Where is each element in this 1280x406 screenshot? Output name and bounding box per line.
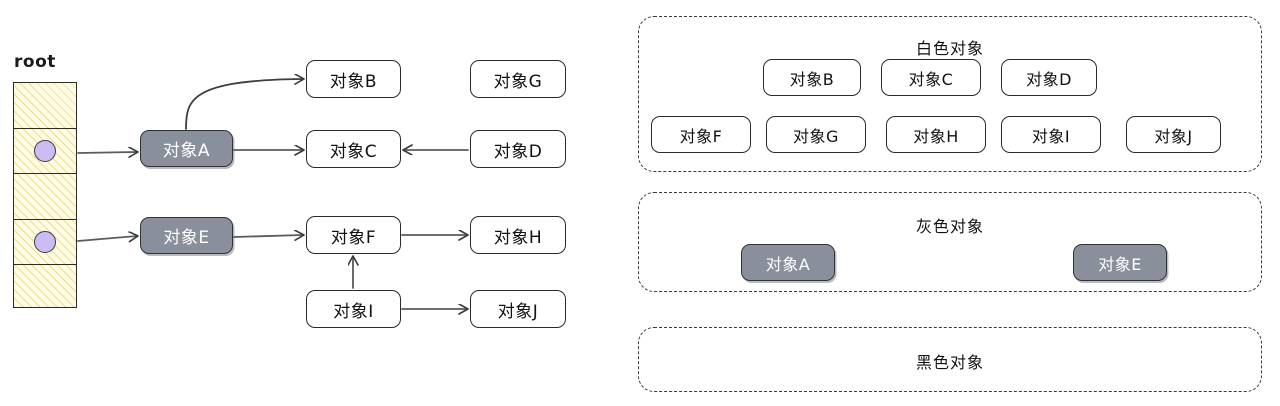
root-cell-1 <box>14 128 76 173</box>
graph-node-i[interactable]: 对象I <box>306 290 401 328</box>
root-pointer-dot <box>34 230 56 253</box>
graph-node-d[interactable]: 对象D <box>470 130 566 168</box>
root-label: root <box>14 52 56 72</box>
chip-white-j[interactable]: 对象J <box>1126 116 1221 153</box>
group-gray-objects: 灰色对象 对象A 对象E <box>638 192 1262 292</box>
graph-node-g[interactable]: 对象G <box>470 60 566 98</box>
root-cell-0 <box>14 83 76 128</box>
root-cell-4 <box>14 263 76 309</box>
chip-gray-e[interactable]: 对象E <box>1073 244 1167 281</box>
chip-white-c[interactable]: 对象C <box>881 59 981 96</box>
group-black-objects: 黑色对象 <box>638 327 1262 392</box>
graph-node-f[interactable]: 对象F <box>306 216 401 254</box>
edge-root-to-a <box>77 152 137 153</box>
edge-e-to-f <box>233 235 303 237</box>
chip-white-h[interactable]: 对象H <box>886 116 986 153</box>
edge-a-to-b <box>185 79 303 130</box>
root-cell-3 <box>14 218 76 264</box>
graph-node-b[interactable]: 对象B <box>306 60 401 98</box>
root-cell-2 <box>14 173 76 218</box>
chip-white-b[interactable]: 对象B <box>763 59 861 96</box>
chip-white-d[interactable]: 对象D <box>1001 59 1097 96</box>
group-gray-title: 灰色对象 <box>915 217 984 236</box>
chip-white-i[interactable]: 对象I <box>1001 116 1101 153</box>
group-white-objects: 白色对象 对象B 对象C 对象D 对象F 对象G 对象H 对象I 对象J <box>638 16 1262 172</box>
chip-white-g[interactable]: 对象G <box>766 116 866 153</box>
object-graph-pane: root 对象A 对象B 对象C 对象D 对象G 对象E 对象F 对象H 对象I… <box>0 0 620 406</box>
chip-gray-a[interactable]: 对象A <box>741 244 835 281</box>
group-white-title: 白色对象 <box>915 39 984 58</box>
group-black-title: 黑色对象 <box>915 353 984 372</box>
chip-white-f[interactable]: 对象F <box>651 116 751 153</box>
graph-node-j[interactable]: 对象J <box>470 290 566 328</box>
root-stack <box>13 82 77 308</box>
graph-node-e[interactable]: 对象E <box>140 217 233 254</box>
graph-node-h[interactable]: 对象H <box>470 216 566 254</box>
graph-node-a[interactable]: 对象A <box>140 130 233 167</box>
tricolor-groups-pane: 白色对象 对象B 对象C 对象D 对象F 对象G 对象H 对象I 对象J 灰色对… <box>620 0 1280 406</box>
edge-root-to-e <box>77 236 137 241</box>
graph-node-c[interactable]: 对象C <box>306 130 401 168</box>
root-pointer-dot <box>34 140 56 163</box>
